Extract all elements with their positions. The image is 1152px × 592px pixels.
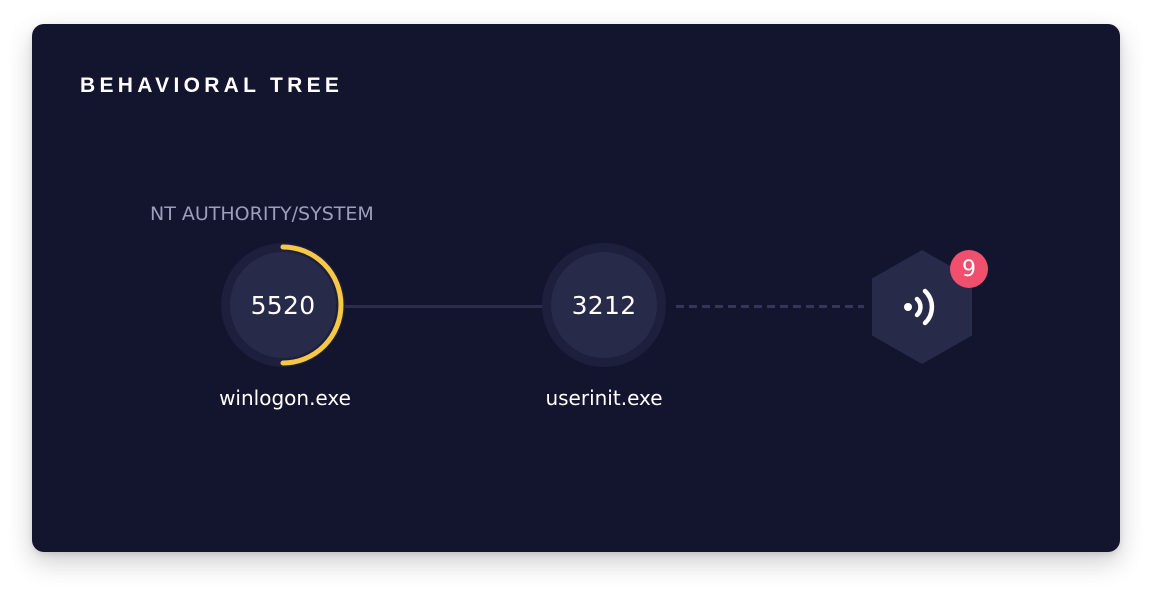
user-context-label: NT AUTHORITY/SYSTEM bbox=[150, 203, 374, 225]
process-node-userinit[interactable]: 3212 bbox=[542, 243, 666, 367]
behavioral-tree-panel: BEHAVIORAL TREE NT AUTHORITY/SYSTEM 5520… bbox=[32, 24, 1120, 552]
process-node-winlogon[interactable]: 5520 bbox=[221, 243, 345, 367]
progress-ring bbox=[280, 244, 344, 366]
activity-edge-dashed bbox=[676, 305, 864, 308]
process-pid: 5520 bbox=[250, 290, 316, 320]
activity-count-badge: 9 bbox=[950, 250, 988, 288]
panel-title: BEHAVIORAL TREE bbox=[80, 74, 344, 97]
process-node-face: 5520 bbox=[230, 252, 336, 358]
process-name: winlogon.exe bbox=[219, 386, 351, 410]
process-pid: 3212 bbox=[571, 290, 637, 320]
activity-node[interactable] bbox=[872, 250, 972, 364]
progress-ring-arc bbox=[280, 244, 344, 366]
process-edge bbox=[338, 305, 546, 308]
signal-waves-icon bbox=[904, 288, 935, 326]
process-node-face: 3212 bbox=[551, 252, 657, 358]
process-name: userinit.exe bbox=[545, 386, 663, 410]
